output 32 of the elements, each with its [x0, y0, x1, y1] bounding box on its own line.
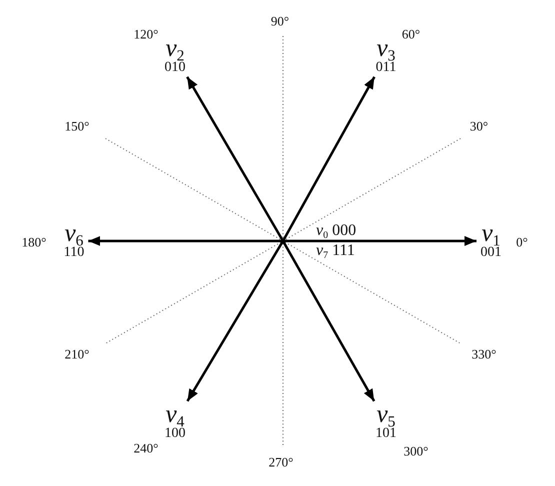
- angle-label: 150°: [64, 120, 90, 132]
- vector-name: v$_{4}$: [166, 402, 184, 428]
- vector-name: v$_{6}$: [64, 221, 84, 246]
- vector-name: v$_{1}$: [482, 221, 500, 246]
- arrow: [88, 236, 283, 246]
- arrow: [282, 240, 376, 402]
- angle-label: 90°: [270, 14, 290, 28]
- state-label: v$_{7}$ 111: [316, 243, 355, 259]
- angle-label: 240°: [134, 442, 158, 454]
- angle-label: 30°: [470, 120, 488, 132]
- switch-state-code: 011: [376, 61, 396, 76]
- angle-label: 60°: [402, 28, 420, 40]
- arrow: [282, 76, 376, 242]
- switch-state-code: 110: [64, 246, 84, 261]
- angle-label: 300°: [404, 444, 428, 458]
- vector-name: v$_{3}$: [376, 36, 396, 62]
- arrow: [283, 236, 476, 246]
- vector-name: v$_{5}$: [376, 402, 396, 428]
- switch-state-code: 101: [376, 427, 396, 442]
- switch-state-code: 001: [480, 246, 502, 261]
- vector-name: v$_{2}$: [166, 36, 184, 62]
- angle-label: 270°: [268, 456, 294, 468]
- arrow: [186, 240, 284, 402]
- state-label: v$_{0}$ 000: [316, 223, 356, 239]
- angle-label: 210°: [64, 348, 90, 360]
- angle-label: 180°: [22, 236, 46, 248]
- angle-label: 0°: [516, 236, 528, 248]
- switch-state-code: 010: [164, 61, 186, 76]
- arrow: [186, 76, 284, 242]
- switch-state-code: 100: [164, 427, 186, 442]
- angle-label: 330°: [472, 348, 496, 360]
- angle-label: 120°: [134, 28, 158, 40]
